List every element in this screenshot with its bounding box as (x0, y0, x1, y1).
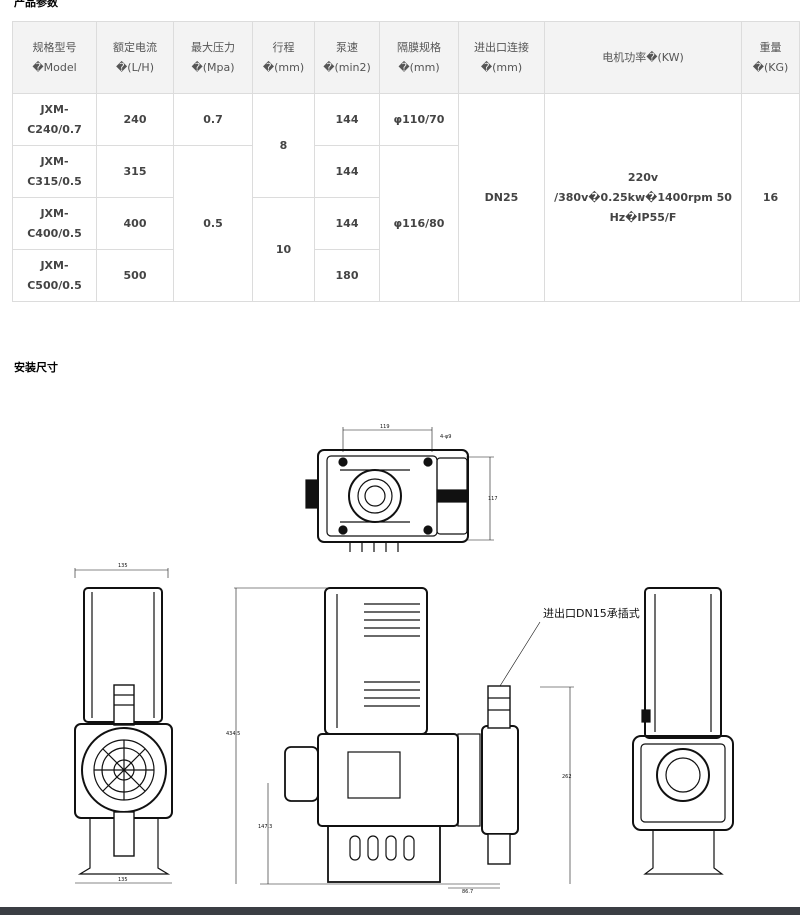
cell-stroke: 8 (252, 93, 315, 198)
cell-pump-speed: 180 (314, 249, 380, 302)
cell-stroke: 10 (252, 197, 315, 302)
table-row: JXM-C400/0.5 400 10 144 (12, 197, 800, 302)
cell-motor: 220v /380v�0.25kw�1400rpm 50 Hz�IP55/F (544, 93, 742, 302)
table-row: JXM-C240/0.7 240 0.7 8 144 φ110/70 DN25 … (12, 93, 800, 302)
params-section-title: 产品参数 (14, 0, 58, 9)
cell-model: JXM-C315/0.5 (12, 145, 97, 198)
dim-top-depth: 117 (488, 496, 498, 502)
dim-lower-height: 147.3 (258, 824, 272, 830)
cell-flow: 240 (96, 93, 174, 146)
cell-diaphragm: φ110/70 (379, 93, 459, 146)
dim-flange-height: 262 (562, 774, 572, 780)
table-row: JXM-C315/0.5 315 0.5 144 φ116/80 (12, 145, 800, 302)
header-weight: 重量�(KG) (741, 21, 800, 94)
cell-pressure: 0.5 (173, 145, 253, 302)
header-motor: 电机功率�(KW) (544, 21, 742, 94)
header-pump-speed: 泵速�(min2) (314, 21, 380, 94)
header-stroke: 行程�(mm) (252, 21, 315, 94)
cell-pump-speed: 144 (314, 197, 380, 250)
cell-weight: 16 (741, 93, 800, 302)
header-connection: 进出口连接�(mm) (458, 21, 545, 94)
install-section-title: 安装尺寸 (14, 361, 58, 374)
dim-top-width: 119 (380, 424, 390, 430)
cell-pump-speed: 144 (314, 93, 380, 146)
header-diaphragm: 隔膜规格�(mm) (379, 21, 459, 94)
bottom-bar (0, 907, 800, 915)
top-view-pump (305, 427, 494, 552)
dim-side-base: 135 (118, 877, 128, 883)
installation-dimension-drawing: 119 4-φ9 117 135 135 (74, 424, 734, 895)
cell-pressure: 0.7 (173, 93, 253, 146)
cell-pump-speed: 144 (314, 145, 380, 198)
cell-model: JXM-C500/0.5 (12, 249, 97, 302)
inlet-label: 进出口DN15承插式 (543, 606, 640, 620)
cell-flow: 500 (96, 249, 174, 302)
cell-model: JXM-C240/0.7 (12, 93, 97, 146)
header-flow: 额定电流�(L/H) (96, 21, 174, 94)
side-view-pump (74, 568, 173, 884)
end-view-pump (632, 587, 734, 875)
product-params-table: 规格型号�Model 额定电流�(L/H) 最大压力�(Mpa) 行程�(mm)… (12, 21, 800, 302)
table-row: JXM-C500/0.5 500 180 (12, 249, 800, 302)
cell-diaphragm: φ116/80 (379, 145, 459, 302)
header-model: 规格型号�Model (12, 21, 97, 94)
dim-side-width: 135 (118, 563, 128, 569)
dim-offset: 86.7 (462, 889, 473, 895)
cell-model: JXM-C400/0.5 (12, 197, 97, 250)
front-view-pump (234, 587, 574, 889)
dim-top-holes: 4-φ9 (440, 434, 451, 440)
cell-connection: DN25 (458, 93, 545, 302)
dim-total-height: 434.5 (226, 731, 240, 737)
cell-flow: 400 (96, 197, 174, 250)
header-pressure: 最大压力�(Mpa) (173, 21, 253, 94)
cell-flow: 315 (96, 145, 174, 198)
